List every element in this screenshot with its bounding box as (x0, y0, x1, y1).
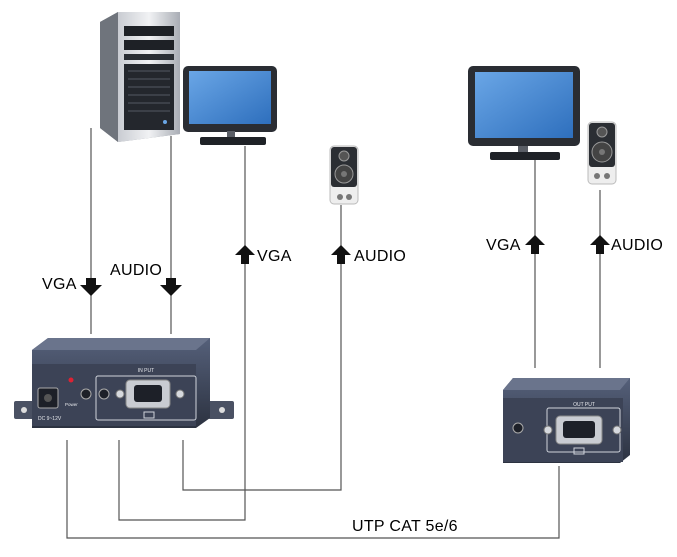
pc-tower (100, 12, 180, 142)
transmitter-power-label: Power (65, 402, 78, 407)
transmitter-dc-label: DC 9~12V (38, 416, 62, 422)
local-speaker (329, 145, 359, 205)
line-local-speaker-audio (182, 205, 342, 491)
label-audio-remote-speaker: AUDIO (611, 237, 664, 254)
arrow-up-vga-remote (525, 235, 545, 254)
remote-monitor (468, 66, 580, 160)
transmitter-box (14, 338, 234, 428)
line-local-monitor-vga (118, 146, 246, 521)
arrow-up-vga-local (235, 245, 255, 264)
remote-speaker (587, 121, 617, 185)
connection-lines (66, 128, 601, 539)
arrow-up-audio-remote (590, 235, 610, 254)
local-monitor (183, 66, 277, 145)
receiver-output-label: OUT PUT (573, 402, 595, 408)
receiver-box (503, 378, 630, 463)
arrow-down-vga-pc (80, 278, 102, 296)
label-audio-local-speaker: AUDIO (354, 248, 407, 265)
label-audio-pc: AUDIO (110, 262, 163, 279)
arrow-down-audio-pc (160, 278, 182, 296)
label-vga-local-monitor: VGA (257, 248, 292, 265)
arrows (80, 235, 610, 296)
arrow-up-audio-local (331, 245, 351, 264)
label-vga-remote-monitor: VGA (486, 237, 521, 254)
line-utp-cable (66, 440, 560, 539)
label-vga-pc: VGA (42, 276, 77, 293)
transmitter-input-label: IN PUT (138, 368, 154, 374)
label-utp-cable: UTP CAT 5e/6 (352, 518, 458, 535)
